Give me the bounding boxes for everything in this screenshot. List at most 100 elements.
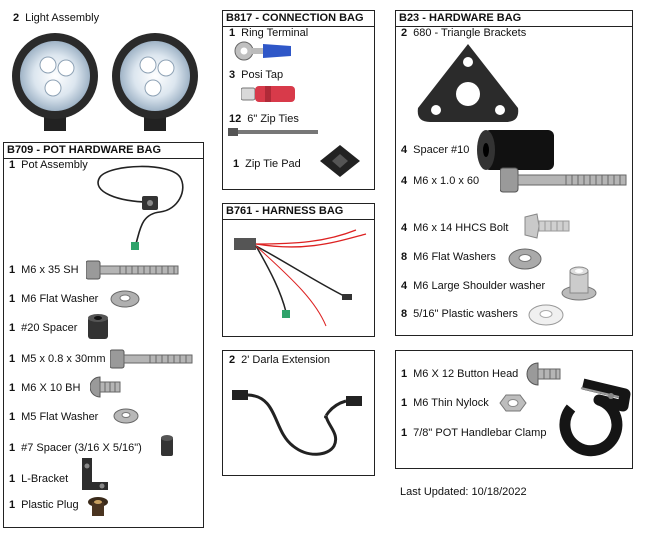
item-qty: 3 [229, 69, 236, 81]
item-label: #7 Spacer (3/16 X 5/16") [21, 442, 142, 454]
small-washer-icon [113, 408, 139, 424]
pot-assembly-image [80, 162, 190, 254]
b761-title: B761 - HARNESS BAG [223, 204, 374, 220]
b817-item-posi-tap: 3 Posi Tap [229, 69, 283, 82]
b817-item-zip-tie-pad: 1 Zip Tie Pad [233, 158, 301, 171]
clamp-item-m6x12-button-head: 1 M6 X 12 Button Head [401, 368, 518, 381]
m6x60-bolt-icon [500, 167, 628, 193]
b709-item-20-spacer: 1 #20 Spacer [9, 322, 77, 335]
light-assembly-image [8, 28, 198, 134]
item-label: 2' Darla Extension [241, 354, 331, 366]
item-label: M6 x 1.0 x 60 [413, 175, 480, 187]
socket-head-bolt-icon [86, 260, 180, 280]
item-qty: 2 [401, 27, 408, 39]
item-qty: 4 [401, 175, 408, 187]
b23-item-triangle-brackets: 2 680 - Triangle Brackets [401, 27, 526, 40]
item-label: #20 Spacer [21, 322, 78, 334]
zip-tie-icon [228, 126, 320, 138]
spacer-icon [86, 313, 110, 341]
b817-title: B817 - CONNECTION BAG [223, 11, 374, 27]
b709-item-pot-assembly: 1 Pot Assembly [9, 159, 88, 172]
light-right-icon [112, 33, 198, 131]
item-label: Pot Assembly [21, 159, 88, 171]
plastic-washer-icon [528, 304, 564, 326]
clamp-item-m6-thin-nylock: 1 M6 Thin Nylock [401, 397, 489, 410]
m5-bolt-icon [110, 349, 194, 369]
item-label: Posi Tap [241, 69, 284, 81]
item-qty: 1 [9, 353, 16, 365]
item-qty: 1 [401, 368, 408, 380]
b709-title: B709 - POT HARDWARE BAG [4, 143, 203, 159]
b23-item-plastic-washers: 8 5/16" Plastic washers [401, 308, 518, 321]
item-qty: 1 [9, 382, 16, 394]
item-label: M6 X 10 BH [21, 382, 81, 394]
triangle-bracket-icon [414, 42, 522, 126]
light-assembly-qty: 2 [13, 12, 20, 24]
item-qty: 1 [9, 499, 16, 511]
item-qty: 4 [401, 222, 408, 234]
last-updated-text: Last Updated: 10/18/2022 [400, 486, 527, 498]
item-label: M5 x 0.8 x 30mm [21, 353, 106, 365]
light-assembly-text: Light Assembly [25, 12, 100, 24]
item-qty: 1 [9, 442, 16, 454]
b709-item-m6x10bh: 1 M6 X 10 BH [9, 382, 80, 395]
item-qty: 1 [9, 473, 16, 485]
item-qty: 1 [9, 159, 16, 171]
item-label: M5 Flat Washer [21, 411, 99, 423]
item-qty: 1 [9, 411, 16, 423]
item-qty: 1 [401, 397, 408, 409]
darla-extension-box [222, 350, 375, 476]
m6-flat-washer-icon [508, 248, 542, 270]
l-bracket-icon [78, 456, 112, 494]
item-qty: 4 [401, 280, 408, 292]
item-qty: 12 [229, 113, 242, 125]
item-label: 680 - Triangle Brackets [413, 27, 527, 39]
item-qty: 8 [401, 251, 408, 263]
plastic-plug-icon [87, 496, 109, 520]
item-qty: 4 [401, 144, 408, 156]
b709-item-7-spacer: 1 #7 Spacer (3/16 X 5/16") [9, 442, 142, 455]
item-qty: 1 [229, 27, 236, 39]
item-label: L-Bracket [21, 473, 69, 485]
b23-title: B23 - HARDWARE BAG [396, 11, 632, 27]
item-label: M6 x 14 HHCS Bolt [413, 222, 509, 234]
button-head-bolt-icon [90, 376, 122, 398]
item-qty: 1 [9, 264, 16, 276]
ring-terminal-icon [233, 40, 295, 62]
b817-item-ring-terminal: 1 Ring Terminal [229, 27, 308, 40]
item-qty: 2 [229, 354, 236, 366]
light-assembly-label: 2 Light Assembly [13, 12, 99, 25]
zip-tie-pad-icon [318, 143, 362, 179]
item-label: 5/16" Plastic washers [413, 308, 518, 320]
flat-washer-icon [110, 290, 140, 308]
posi-tap-icon [241, 85, 297, 103]
shoulder-washer-icon [560, 265, 598, 301]
b23-item-m6x14-hhcs: 4 M6 x 14 HHCS Bolt [401, 222, 509, 235]
item-qty: 8 [401, 308, 408, 320]
item-label: Plastic Plug [21, 499, 79, 511]
item-label: M6 Thin Nylock [413, 397, 489, 409]
hex-bolt-icon [523, 213, 571, 239]
b709-item-m5-flat-washer: 1 M5 Flat Washer [9, 411, 98, 424]
item-qty: 1 [233, 158, 240, 170]
darla-extension-cable-image [228, 376, 368, 472]
item-label: M6 x 35 SH [21, 264, 79, 276]
item-label: Ring Terminal [241, 27, 309, 39]
wiring-harness-image [226, 222, 371, 332]
m6-button-head-icon [526, 362, 562, 386]
nylock-nut-icon [498, 393, 528, 413]
item-label: Zip Tie Pad [245, 158, 301, 170]
item-label: M6 Flat Washer [21, 293, 99, 305]
small-spacer-icon [159, 434, 175, 458]
b709-item-plastic-plug: 1 Plastic Plug [9, 499, 79, 512]
b23-item-m6x1x60: 4 M6 x 1.0 x 60 [401, 175, 479, 188]
b709-item-m5x0.8x30: 1 M5 x 0.8 x 30mm [9, 353, 105, 366]
b709-item-l-bracket: 1 L-Bracket [9, 473, 68, 486]
item-label: M6 X 12 Button Head [413, 368, 519, 380]
item-label: 7/8" POT Handlebar Clamp [413, 427, 547, 439]
item-qty: 1 [9, 322, 16, 334]
darla-extension-label: 2 2' Darla Extension [229, 354, 330, 367]
